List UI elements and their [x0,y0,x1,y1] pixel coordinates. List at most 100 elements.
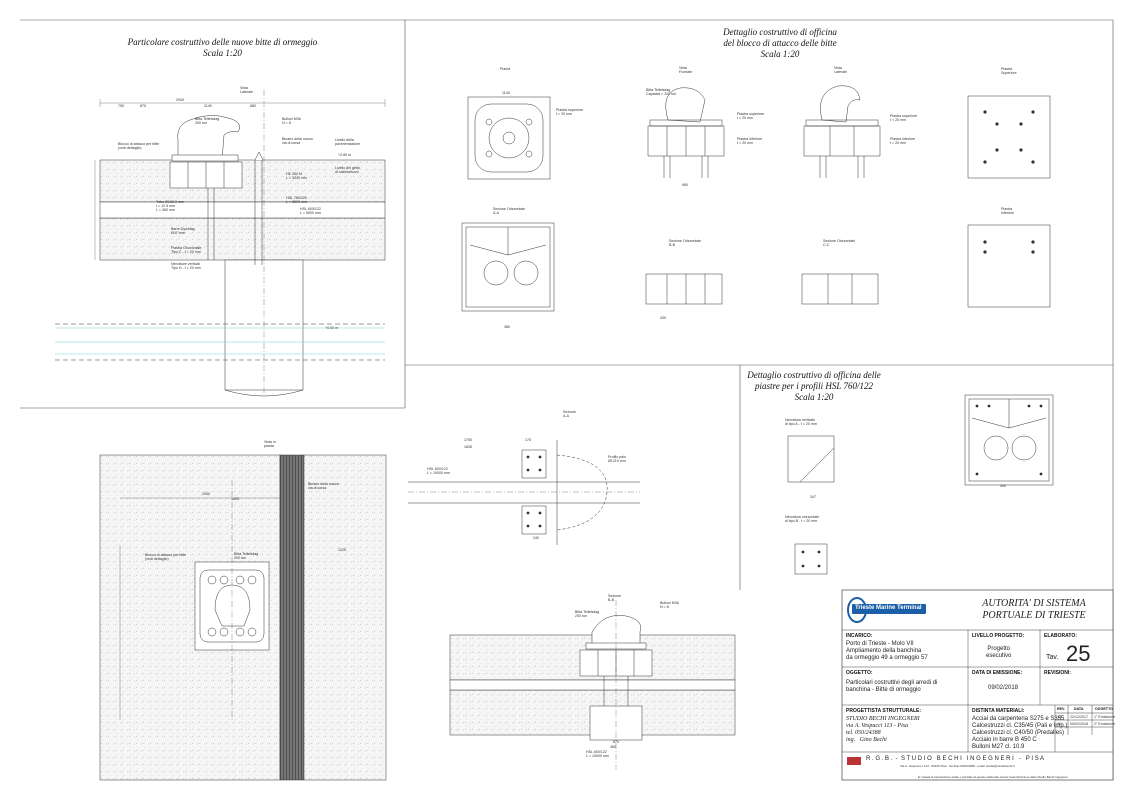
callout-quota: +2.80 m [338,153,352,157]
callout-hsl-bb: HSL 600/122 L = 10000 mm [586,750,609,759]
dim-1635: 1635 [464,445,472,449]
callout-hsl-section: HSL 600/122 L = 10000 mm [427,467,450,476]
progettista-label: PROGETTISTA STRUTTURALE: [846,708,921,714]
label-sezione-orizzontale-aa: Sezione Orizzontale A-A [493,207,526,216]
callout-barre: Barre Dywidag Ø47 mm [171,227,195,236]
dim-880: 880 [250,104,256,108]
logo-text: Trieste Marine Terminal [855,605,922,611]
livello-value: Progetto esecutivo [986,646,1012,659]
callout-bitta: Bitta Tellefsdag 200 ton [195,117,220,126]
oggetto-label: OGGETTO: [846,670,873,676]
label-sezione-orizzontale-bb: Sezione Orizzontale B-B [669,239,702,248]
incarico-label: INCARICO: [846,633,873,639]
elaborato-label: ELABORATO: [1044,633,1077,639]
callout-blocco-attacco: Blocco di attacco per bitte (vedi dettag… [118,142,160,151]
callout-irrigidimenti: Nervature verticali Tipo H - t = 20 mm [171,262,201,271]
dim-175: 175 [525,438,531,442]
callout-hsl600: HSL 600/122 L = 5000 mm [300,207,321,216]
dim-1140b: 1140 [502,91,510,95]
label-sezione-bb: Sezione B-B [608,594,621,603]
callout-piastra-superiore: Piastra superiore t = 20 mm [556,108,584,117]
tav-value: 25 [1066,641,1091,666]
main-view-title: Particolare costruttivo delle nuove bitt… [127,37,318,58]
revisioni-label: REVISIONI: [1044,670,1071,676]
rev-row-1-rev: 01 [1058,722,1062,726]
dim-380: 380 [504,325,510,329]
callout-bitta-plan: Bitta Tellefsdag 200 ton [234,552,259,561]
callout-bitta-bb: Bitta Tellefsdag 200 ton [575,610,600,619]
dim-240: 240 [533,536,539,540]
dim-960: 960 [682,183,688,187]
materiali-value: Acciai da carpenteria S275 e S355 Calces… [972,716,1068,750]
data-value: 09/02/2018 [988,685,1019,691]
label-vista-in-pianta: Vista in pianta [264,440,276,449]
workshop-block-drawings [461,85,1051,312]
block-section-bolts [975,404,1043,476]
label-piastra-inferiore: Piastra inferiore [1001,207,1014,216]
logo-mark [847,597,926,623]
plate-details [787,435,835,575]
callout-he280m: HE 280 M L = 3040 mm [286,172,307,181]
hsl-bolts [526,455,542,528]
label-vista-frontale: Vista Frontale [679,66,693,75]
callout-piastra-orizzontale: Piastra Orizzontale Tipo C - t = 20 mm [171,246,202,255]
section-bb-view [449,600,736,770]
plate-bolts [801,550,821,568]
callout-binario: Binario della nuova via di corsa [282,137,313,146]
authority-name: AUTORITA' DI SISTEMA PORTUALE DI TRIESTE [982,598,1086,621]
bolt-holes [983,110,1035,254]
callout-livello-getto: Livello del getto di calcestruzzo [335,166,360,175]
dim-2940: 2940 [176,98,184,102]
callout-profilo-palo: Profilo palo Ø1219 mm [608,455,626,464]
callout-bulloni-bb: Bulloni M36 N = 8 [660,601,679,610]
callout-tubo: Tubo Ø168.3 mm t = 12.5 mm L = 360 mm [156,200,184,213]
dim-1750: 1750 [464,438,472,442]
dim-875: 875 [140,104,146,108]
label-piastra-superiore: Piastra Superiore [1001,67,1017,76]
dashed-level-lines [55,323,385,361]
rev-header-rev: REV. [1057,707,1066,711]
block-section-right [964,394,1054,486]
callout-piastra-superiore-2: Piastra superiore t = 20 mm [737,112,765,121]
label-sezione-aa: Sezione A-A [563,410,576,419]
incarico-value: Porto di Trieste - Molo VII Ampliamento … [846,641,928,661]
rev-header-data: DATA [1074,707,1084,711]
dim-1225: 1225 [338,548,346,552]
rev-row-0-oggetto: 1° Emissione [1094,715,1116,719]
hsl-section-view [408,440,640,545]
disclaimer: E' vietata la riproduzione totale o parz… [918,775,1068,779]
dim-2400: 2400 [202,492,210,496]
studio-logo-mark [847,757,861,765]
callout-piastra-superiore-3: Piastra superiore t = 20 mm [890,114,918,123]
main-elevation-view [94,90,386,397]
dim-750: 750 [118,104,124,108]
label-vista-laterale: Vista Laterale [834,66,847,75]
plan-view-bottom-left [99,454,387,781]
rev-row-1-data: 09/02/2018 [1070,722,1088,726]
dim-430: 430 [660,316,666,320]
rev-row-0-data: 22/12/2017 [1070,715,1088,719]
callout-piastra-inferiore-3: Piastra inferiore t = 20 mm [890,137,916,146]
label-vista-laterale-top: Vista Laterale [240,86,253,95]
dim-347: 347 [810,495,816,499]
livello-label: LIVELLO PROGETTO: [972,633,1025,639]
callout-piastra-inferiore: Piastra inferiore t = 20 mm [737,137,763,146]
rev-header-oggetto: OGGETTO [1095,707,1113,711]
callout-quota-mare: +0.00 m [325,326,339,330]
water-lines [55,327,385,355]
progettista-value: STUDIO BECHI INGEGNERI via A. Vespucci 1… [846,716,920,743]
dim-300: 300 [1000,484,1006,488]
studio-footer: R . G . B . - S T U D I O B E C H I I N … [866,756,1045,762]
dim-870: 870 [613,740,619,744]
dim-360: 360 [610,745,616,749]
label-pianta: Pianta [500,67,511,71]
rev-row-0-rev: 00 [1058,715,1062,719]
callout-bulloni: Bulloni M36 N = 8 [282,117,301,126]
title-block-frame [841,589,1114,781]
data-label: DATA DI EMISSIONE: [972,670,1023,676]
callout-livello-pavimentazione: Livello della pavimentazione [335,138,361,147]
studio-address: Via A. Vespucci n.113 - 56125 Pisa - Tel… [900,764,1015,768]
callout-binario-plan: Binario della nuova via di corsa [308,482,339,491]
oggetto-value: Particolari costruttivi degli arredi di … [846,680,938,693]
